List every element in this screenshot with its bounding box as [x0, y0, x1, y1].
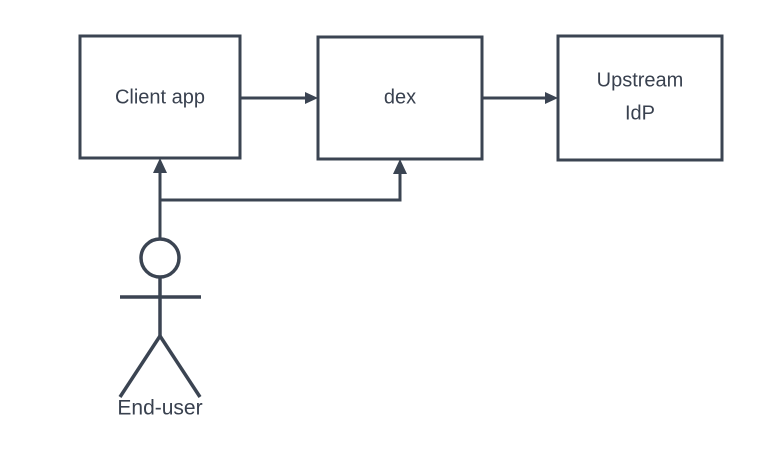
edge-end-user-to-dex	[160, 159, 407, 202]
arrowhead-icon-end-user-to-client-app	[153, 158, 167, 173]
node-dex-label: dex	[384, 86, 416, 108]
node-client-app[interactable]: Client app	[78, 34, 242, 160]
node-upstream-idp-label-line1: Upstream	[597, 69, 684, 91]
edge-client-app-to-dex	[240, 92, 318, 104]
node-client-app-shape[interactable]	[78, 34, 242, 160]
edge-end-user-to-client-app	[153, 158, 167, 240]
arrowhead-icon-end-user-to-dex	[393, 159, 407, 174]
actor-end-user[interactable]: End-user	[117, 237, 203, 420]
node-dex-shape[interactable]	[316, 35, 484, 161]
actor-end-user-label: End-user	[117, 397, 202, 420]
node-upstream-idp-label-line2: IdP	[625, 102, 655, 124]
edge-dex-to-upstream-idp	[482, 92, 558, 104]
node-upstream-idp[interactable]: Upstream IdP	[556, 34, 724, 162]
actor-head-icon	[139, 237, 181, 279]
node-client-app-label: Client app	[115, 86, 205, 108]
node-upstream-idp-shape[interactable]	[556, 34, 724, 162]
actor-right-leg-icon	[158, 335, 202, 398]
edge-line-end-user-to-dex	[160, 168, 402, 202]
node-dex[interactable]: dex	[316, 35, 484, 161]
actor-left-leg-icon	[118, 335, 162, 398]
arrowhead-icon-dex-to-upstream-idp	[545, 92, 558, 104]
arrowhead-icon-client-app-to-dex	[305, 92, 318, 104]
